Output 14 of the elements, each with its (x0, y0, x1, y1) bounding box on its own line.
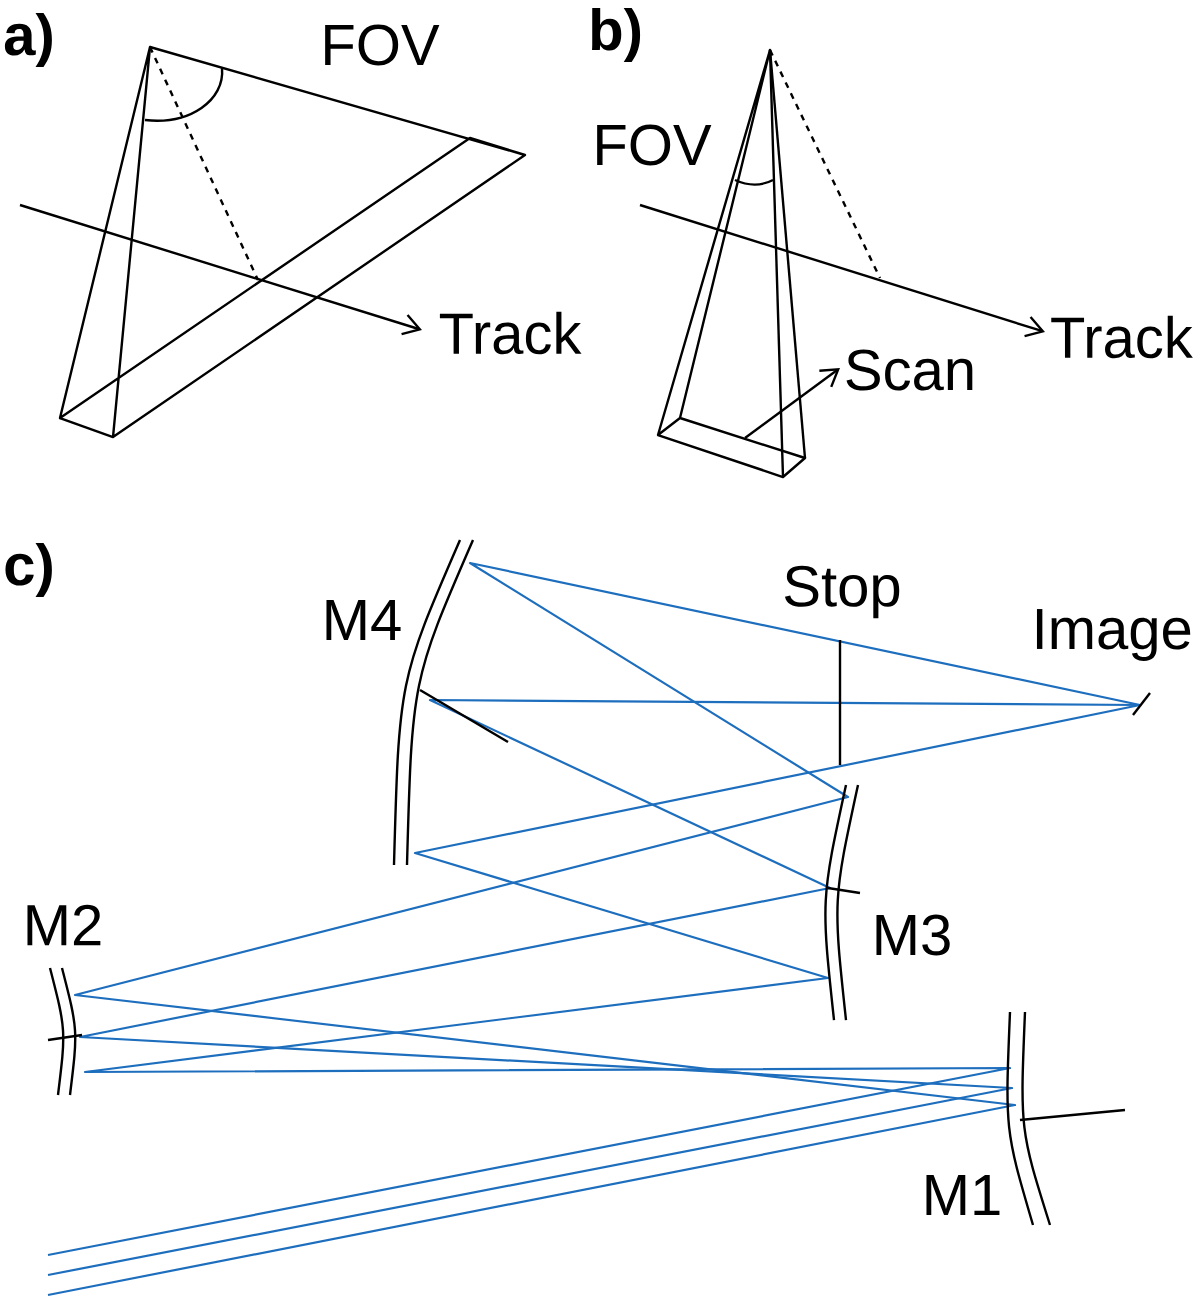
stop-label: Stop (785, 565, 900, 619)
angle-label: FOV (325, 24, 440, 66)
direction-label: Track (1051, 315, 1193, 359)
panel-label: c) (5, 543, 52, 598)
mirror-label: M4 (326, 600, 401, 640)
direction-label: Track (439, 311, 582, 355)
direction-label: Scan (846, 349, 973, 391)
panel-label: a) (4, 13, 52, 68)
mirror-label: M2 (27, 904, 101, 946)
mirror-label: M1 (926, 1175, 1000, 1215)
image-label: Image (1036, 609, 1191, 661)
mirror-label: M3 (876, 914, 950, 956)
angle-label: FOV (597, 124, 712, 166)
panel-label: b) (592, 8, 641, 63)
